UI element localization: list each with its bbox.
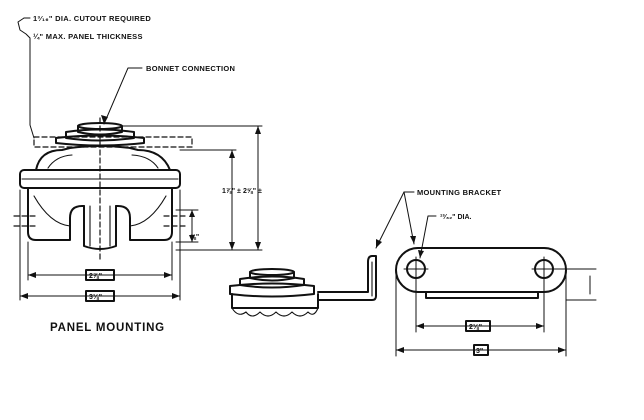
panel-dimensions: 1⅞" ± 2⅝" ± ⅝" 2⅞" 3⅛" [19,125,263,302]
panel-thickness-label: ¼" MAX. PANEL THICKNESS [33,32,143,41]
bonnet-leader [103,67,143,125]
cutout-label: 1³⁄₁₆" DIA. CUTOUT REQUIRED [33,14,151,23]
hole-spacing-dim: 2⅛" [469,324,482,331]
bonnet-lower-ring [55,134,145,147]
bonnet-mid-ring [65,128,135,142]
panel-labels: 1³⁄₁₆" DIA. CUTOUT REQUIRED ¼" MAX. PANE… [17,14,235,334]
width-inner-dim: 2⅞" [89,273,102,280]
height-inner-dim: 1⅞" ± [222,188,241,195]
panel-mount-unit [13,117,193,263]
lower-housing-left [27,187,85,241]
bonnet-connection-label: BONNET CONNECTION [146,64,235,73]
bracket-labels: MOUNTING BRACKET ¹³⁄₃₂" DIA. [375,188,501,259]
bracket-side-view [229,255,377,317]
mounting-bracket-label: MOUNTING BRACKET [417,188,501,197]
panel-outline [33,136,193,148]
body-dome [35,145,171,171]
bracket-dimensions: 2⅛" 3" [395,269,567,357]
lower-housing-right [115,187,173,241]
panel-mounting-title: PANEL MOUNTING [50,322,165,334]
hole-dia-label: ¹³⁄₃₂" DIA. [440,214,471,221]
bracket-length-dim: 3" [476,348,483,355]
width-outer-dim: 3⅛" [89,294,102,301]
cutout-leader [17,17,35,139]
bracket-strip [317,255,377,301]
side-height-dim: ⅝" [190,234,199,241]
height-outer-dim: 2⅝" ± [243,188,262,195]
